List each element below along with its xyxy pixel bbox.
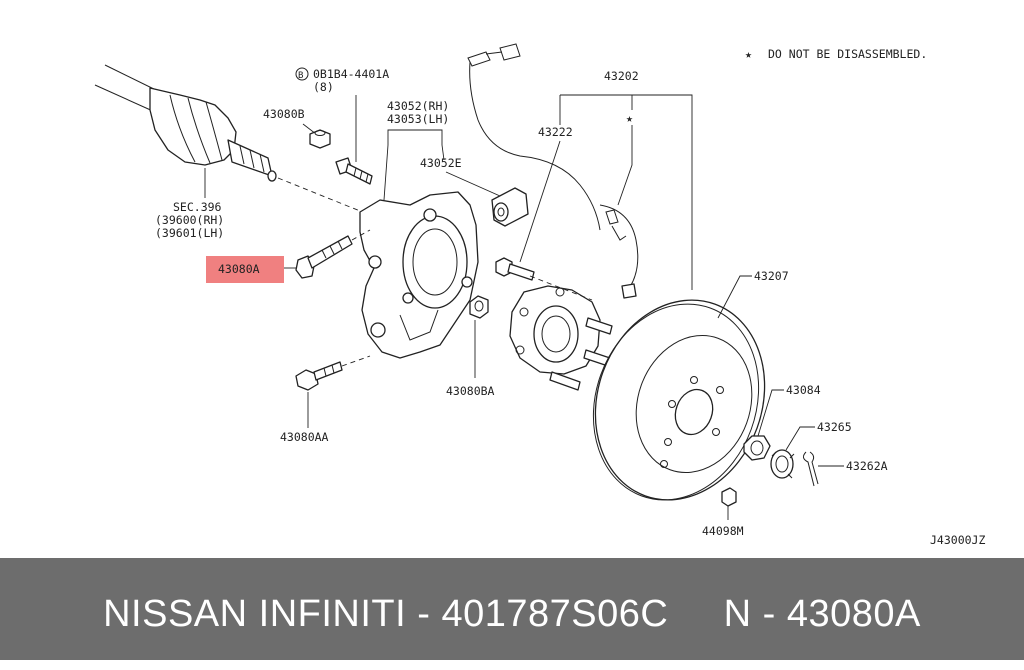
label-43080a: 43080A [218, 262, 260, 276]
label-44098m: 44098M [702, 524, 744, 538]
knuckle [359, 191, 479, 359]
footer-bar: NISSAN INFINITI - 401787S06C N - 43080A [0, 558, 1024, 660]
bolt-0b1b4 [335, 157, 373, 185]
label-43207: 43207 [754, 269, 789, 283]
label-sec-rh: (39600(RH) [155, 213, 224, 227]
parts-diagram: ★ DO NOT BE DISASSEMBLED. SEC.396 (39600… [94, 43, 986, 547]
label-43080b: 43080B [263, 107, 305, 121]
label-sec: SEC.396 [173, 200, 222, 214]
ref-code: J43000JZ [930, 533, 985, 547]
footer-separator-2: - [751, 593, 787, 635]
bolt-43080aa [295, 361, 343, 391]
sensor-bolt [495, 257, 535, 281]
axis-line-43080aa [341, 355, 371, 367]
highlight-43080a [206, 256, 284, 283]
exploded-view: ★ DO NOT BE DISASSEMBLED. SEC.396 (39600… [94, 43, 985, 547]
label-43202: 43202 [604, 69, 639, 83]
leader-43222 [519, 140, 561, 263]
bushing-43052e [491, 187, 529, 227]
note-text: DO NOT BE DISASSEMBLED. [768, 47, 927, 61]
leader-43207 [717, 275, 752, 319]
label-43052e: 43052E [420, 156, 462, 170]
label-bolt-qty: (8) [313, 80, 334, 94]
label-43084: 43084 [786, 383, 821, 397]
label-sec-lh: (39601(LH) [155, 226, 224, 240]
label-43265: 43265 [817, 420, 852, 434]
footer-separator-1: - [406, 593, 442, 635]
cap-43265 [770, 449, 795, 479]
footer-brand: NISSAN INFINITI [103, 593, 407, 635]
bolt-43080a [295, 235, 353, 279]
axis-line-43080a [351, 229, 371, 241]
hub-assembly [509, 285, 613, 391]
footer-gap [668, 593, 723, 635]
label-b-in-circle: B [298, 71, 303, 81]
leader-43084 [757, 389, 784, 437]
footer-part-number: 43080A [786, 593, 921, 635]
nut-43084 [743, 435, 771, 461]
part-44098m [721, 487, 737, 507]
axis-line-shaft [277, 177, 371, 216]
note-star: ★ [745, 47, 752, 61]
nut-43080b [309, 129, 331, 149]
axis-line-hub [529, 275, 593, 301]
label-43222: 43222 [538, 125, 573, 139]
label-43262a: 43262A [846, 459, 888, 473]
cotter-pin [802, 451, 819, 487]
label-bolt-code: 0B1B4-4401A [313, 67, 389, 81]
footer-caption: NISSAN INFINITI - 401787S06C N - 43080A [0, 558, 1024, 660]
label-43080ba: 43080BA [446, 384, 495, 398]
footer-catalog-number: 401787S06C [441, 593, 669, 635]
leader-43052e [445, 171, 501, 197]
leader-43265 [785, 426, 815, 451]
nut-43080ba [469, 295, 489, 319]
footer-prefix: N [723, 593, 752, 635]
drive-shaft [94, 64, 277, 182]
label-43053-lh: 43053(LH) [387, 112, 449, 126]
label-43080aa: 43080AA [280, 430, 329, 444]
leader-43202 [559, 94, 693, 290]
label-star-43202: ★ [626, 111, 633, 125]
label-43052-rh: 43052(RH) [387, 99, 449, 113]
leader-star [617, 125, 633, 206]
leader-43052 [383, 129, 445, 201]
abs-sensor-wire [467, 43, 639, 299]
circle-b-symbol [295, 67, 309, 81]
brake-disc [592, 299, 766, 501]
